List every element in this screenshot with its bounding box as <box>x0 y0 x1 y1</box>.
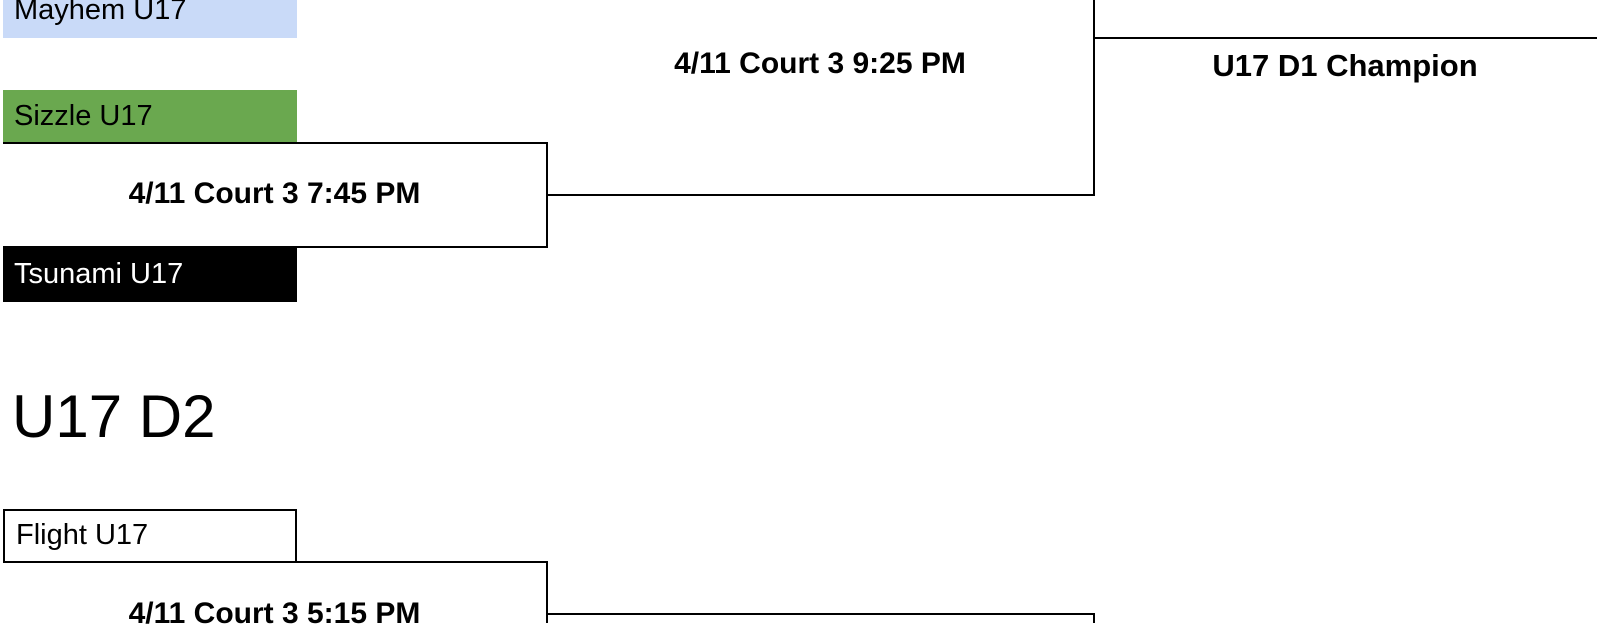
semi-bracket-top-line <box>3 142 548 144</box>
champion-line <box>1093 37 1597 39</box>
semi-to-final-line <box>546 194 1095 196</box>
d2-bracket-top-line <box>3 561 548 563</box>
d2-next-vertical-line <box>1093 613 1095 623</box>
d2-to-next-line <box>546 613 1095 615</box>
semi-match-label: 4/11 Court 3 7:45 PM <box>128 177 421 210</box>
team-tsunami-u17: Tsunami U17 <box>3 248 297 302</box>
champion-label: U17 D1 Champion <box>1212 48 1478 83</box>
final-bracket-vertical-line <box>1093 0 1095 196</box>
d2-bracket-vertical-line <box>546 561 548 623</box>
d2-first-match-label: 4/11 Court 3 5:15 PM <box>128 597 421 630</box>
semi-bracket-bottom-line <box>3 246 548 248</box>
division-heading-u17-d2: U17 D2 <box>12 383 216 450</box>
team-sizzle-u17: Sizzle U17 <box>3 90 297 144</box>
team-flight-u17: Flight U17 <box>3 509 297 563</box>
final-match-label: 4/11 Court 3 9:25 PM <box>674 47 966 80</box>
team-mayhem-u17: Mayhem U17 <box>3 0 297 38</box>
